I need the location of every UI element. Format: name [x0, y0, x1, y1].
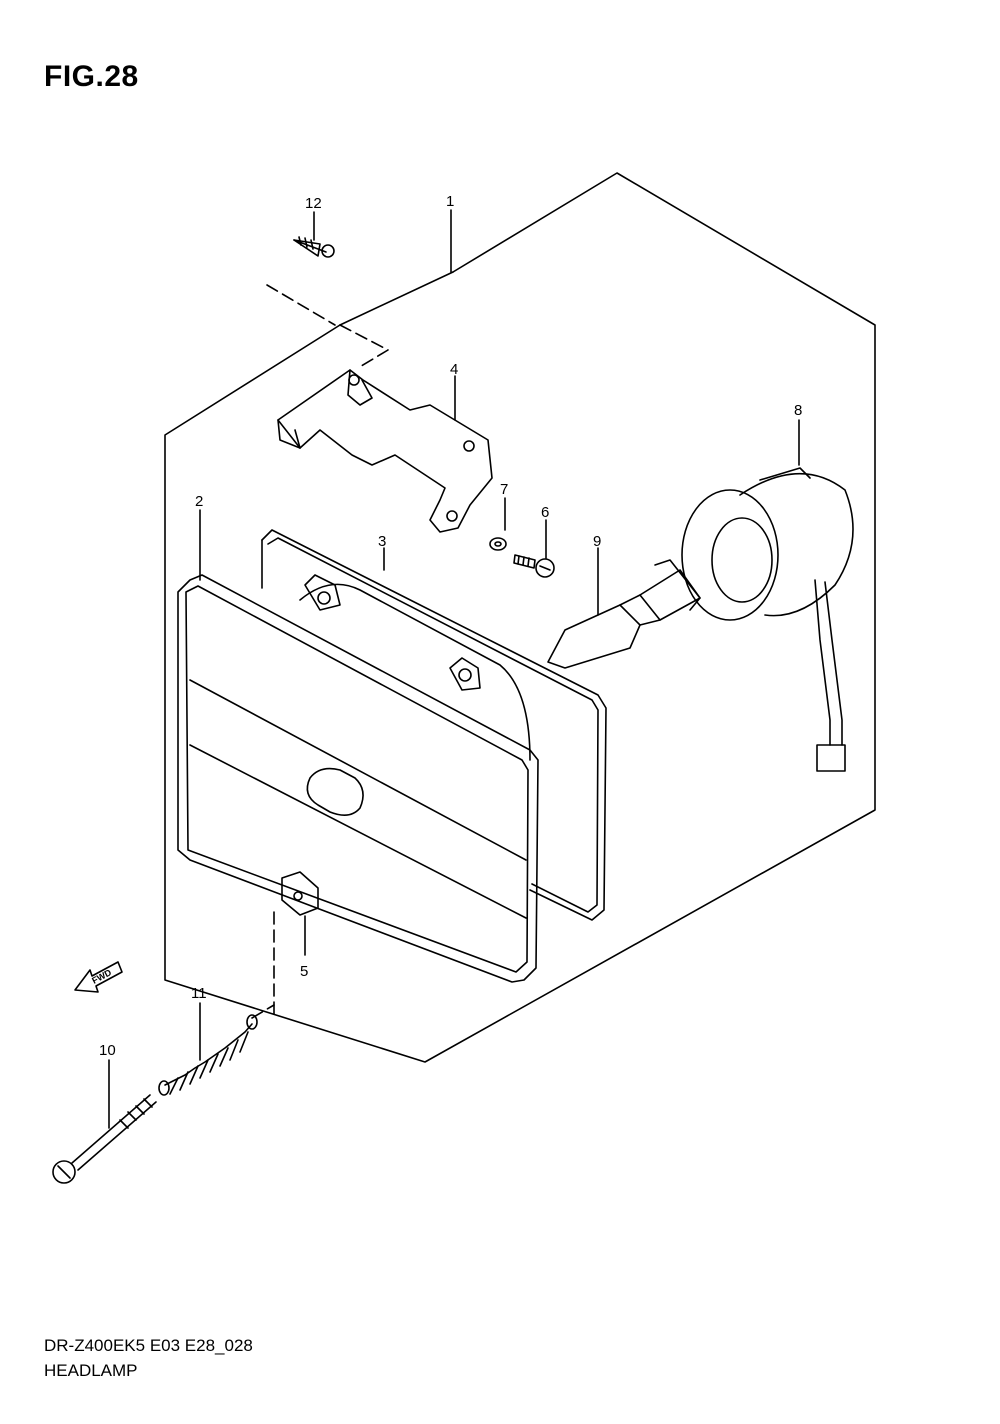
callout-4: 4	[450, 361, 458, 378]
part-3-gasket	[261, 529, 607, 921]
part-5-nut	[273, 871, 319, 1016]
assembly-boundary	[164, 172, 876, 1063]
callout-labels: 1 2 3 4 5 6 7 8 9 10 11 12	[99, 193, 802, 1059]
part-6-screw	[513, 519, 555, 578]
part-8-socket	[681, 419, 854, 772]
callout-10: 10	[99, 1042, 116, 1059]
callout-8: 8	[794, 402, 802, 419]
callout-5: 5	[300, 963, 308, 980]
callout-3: 3	[378, 533, 386, 550]
callout-1: 1	[446, 193, 454, 210]
part-11-spring	[158, 1002, 275, 1096]
model-code: DR-Z400EK5 E03 E28_028	[44, 1336, 253, 1355]
figure-name: HEADLAMP	[44, 1361, 138, 1380]
part-12-screw	[266, 211, 389, 369]
part-9-bulb	[547, 547, 701, 669]
part-7-washer	[489, 497, 507, 551]
fwd-direction-arrow: FWD	[74, 961, 123, 993]
part-2-headlamp-lens	[177, 509, 539, 983]
callout-6: 6	[541, 504, 549, 521]
callout-7: 7	[500, 481, 508, 498]
callout-2: 2	[195, 493, 203, 510]
callout-11: 11	[191, 985, 207, 1002]
part-4-bracket	[277, 369, 493, 533]
figure-title: FIG.28	[44, 60, 139, 93]
part-10-bolt	[52, 1059, 157, 1184]
callout-9: 9	[593, 533, 601, 550]
callout-12: 12	[305, 195, 322, 212]
